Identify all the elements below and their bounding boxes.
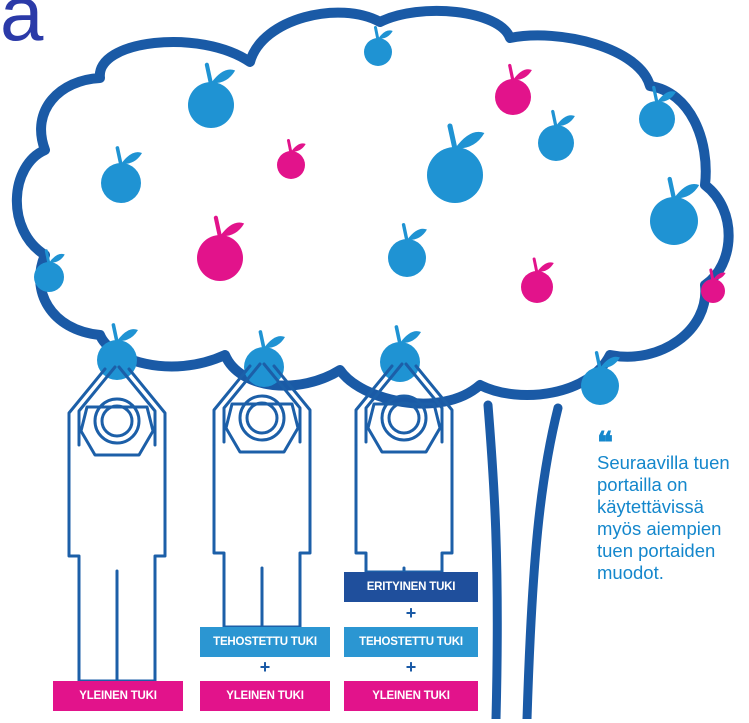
apple-icon — [495, 63, 532, 115]
quote-line: portailla on — [597, 474, 688, 495]
apple-icon — [97, 323, 138, 380]
apple-icon — [364, 26, 393, 66]
plus-sign: + — [259, 657, 271, 677]
apple-icon — [427, 123, 485, 203]
apple-icon — [101, 146, 142, 203]
apple-icon — [538, 109, 575, 161]
apple-icon — [197, 215, 245, 281]
person-icon — [212, 362, 312, 629]
quote-line: tuen portaiden — [597, 540, 716, 561]
label-tehostettu-tuki: TEHOSTETTU TUKI — [344, 627, 478, 657]
apple-icon — [188, 62, 236, 128]
page-heading: ä — [0, 0, 44, 57]
apple-icon — [581, 351, 620, 405]
quote-callout: ❝ Seuraavilla tuen portailla on käytettä… — [597, 426, 747, 584]
label-yleinen-tuki: YLEINEN TUKI — [200, 681, 330, 711]
apple-icon — [701, 268, 726, 303]
label-erityinen-tuki: ERITYINEN TUKI — [344, 572, 478, 602]
apple-icon — [34, 249, 65, 292]
apple-icon — [277, 139, 306, 179]
apple-icon — [388, 223, 427, 277]
label-tehostettu-tuki: TEHOSTETTU TUKI — [200, 627, 330, 657]
apple-icon — [639, 85, 676, 137]
label-yleinen-tuki: YLEINEN TUKI — [344, 681, 478, 711]
quote-line: myös aiempien — [597, 518, 722, 539]
person-icon — [67, 365, 167, 683]
tree-trunk — [483, 400, 563, 723]
plus-sign: + — [405, 603, 417, 623]
quote-icon: ❝ — [597, 426, 614, 461]
quote-line: muodot. — [597, 562, 664, 583]
quote-line: käytettävissä — [597, 496, 704, 517]
label-yleinen-tuki: YLEINEN TUKI — [53, 681, 183, 711]
apple-icon — [521, 257, 554, 303]
plus-sign: + — [405, 657, 417, 677]
quote-line: Seuraavilla tuen — [597, 452, 730, 473]
apple-icon — [380, 325, 421, 382]
apple-icon — [650, 176, 700, 245]
